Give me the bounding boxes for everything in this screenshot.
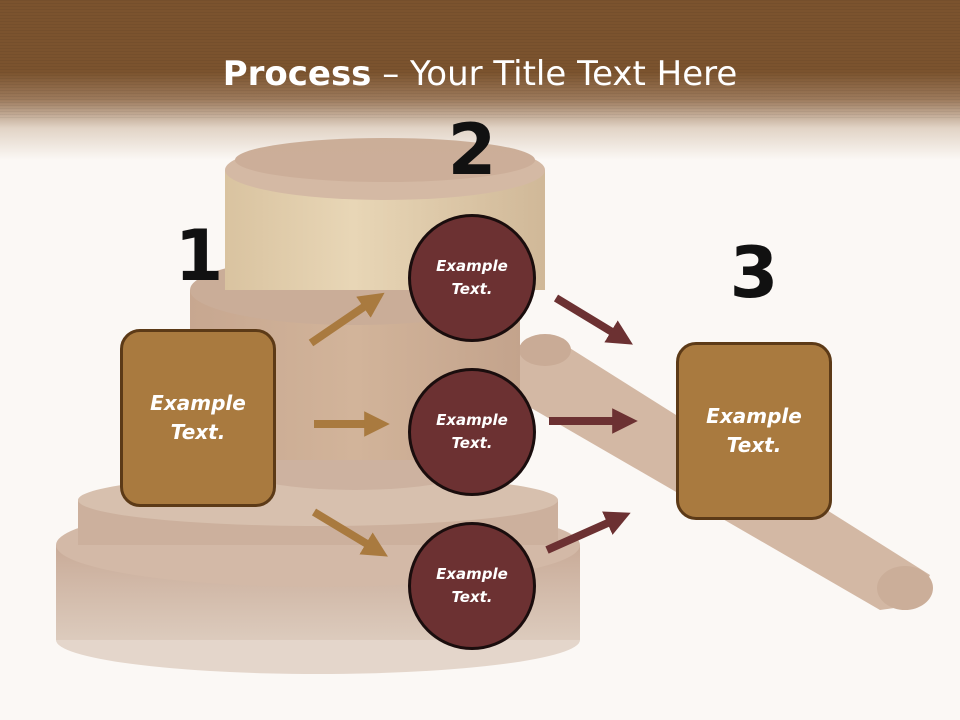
step-3-box[interactable]: Example Text.	[676, 342, 832, 520]
step-number-1: 1	[174, 215, 224, 297]
step-2-circle-bottom[interactable]: Example Text.	[408, 522, 536, 650]
title-bold-part: Process	[222, 54, 372, 94]
step-1-box[interactable]: Example Text.	[120, 329, 276, 507]
header-band	[0, 0, 960, 160]
arrow-1-to-circle-top	[308, 292, 385, 347]
step-number-2: 2	[447, 109, 497, 191]
circle-bottom-line-1: Example	[436, 565, 508, 583]
arrow-circle-bottom-to-3	[545, 511, 631, 554]
step-3-box-line-2: Text.	[726, 433, 782, 457]
slide-title: Process – Your Title Text Here	[0, 52, 960, 96]
circle-bottom-line-2: Text.	[451, 588, 493, 606]
circle-top-line-2: Text.	[451, 280, 493, 298]
step-1-box-line-1: Example	[150, 391, 246, 415]
step-3-box-line-1: Example	[706, 404, 802, 428]
arrow-1-to-circle-bottom	[311, 508, 388, 557]
circle-top-line-1: Example	[436, 257, 508, 275]
step-2-circle-top[interactable]: Example Text.	[408, 214, 536, 342]
step-number-3: 3	[729, 232, 779, 314]
step-2-circle-middle[interactable]: Example Text.	[408, 368, 536, 496]
arrow-circle-top-to-3	[553, 294, 633, 345]
circle-middle-line-2: Text.	[451, 434, 493, 452]
title-rest-part: – Your Title Text Here	[371, 54, 738, 94]
circle-middle-line-1: Example	[436, 411, 508, 429]
step-1-box-line-2: Text.	[170, 420, 226, 444]
